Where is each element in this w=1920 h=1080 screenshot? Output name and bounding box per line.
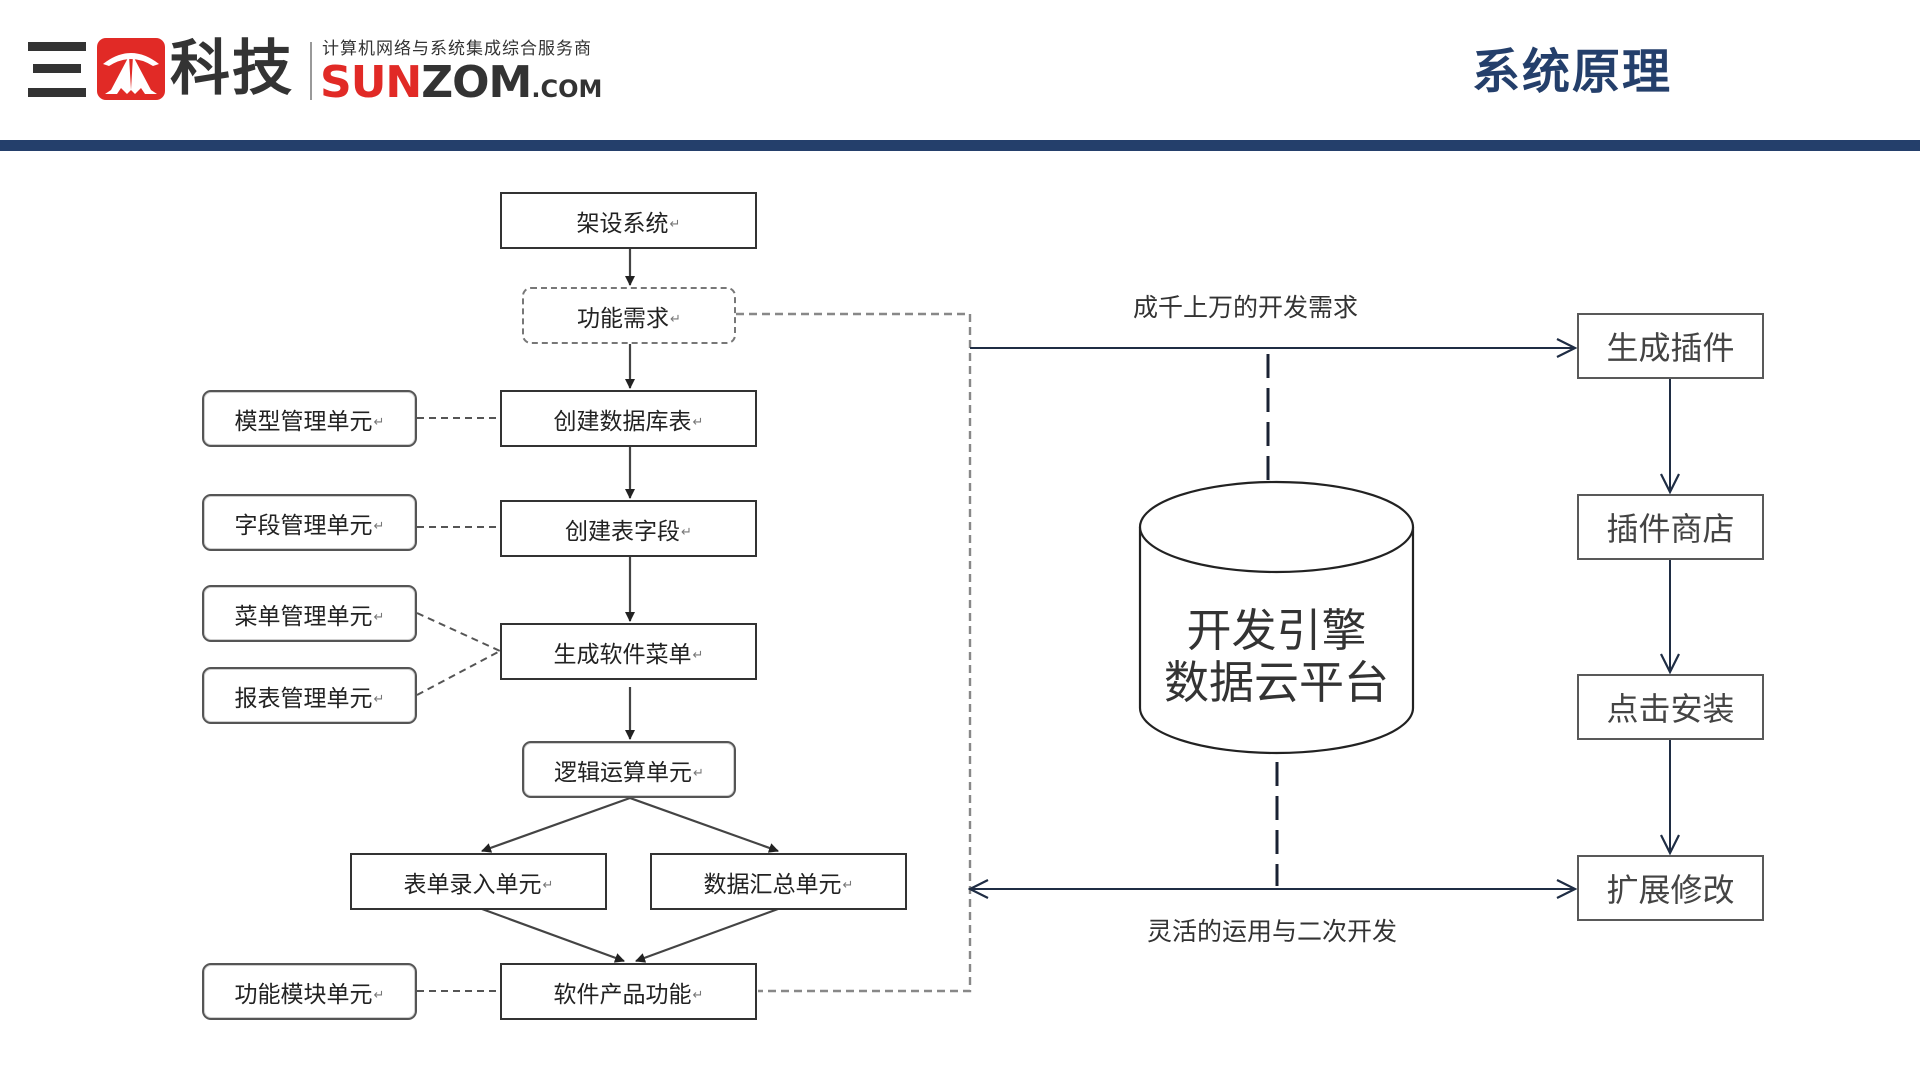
side-box-label: 字段管理单元 bbox=[234, 512, 373, 539]
flow-box-product-function: 软件产品功能↵ bbox=[500, 963, 757, 1020]
flexible-use-label: 灵活的运用与二次开发 bbox=[1147, 917, 1398, 946]
flow-box-label: 软件产品功能 bbox=[553, 981, 692, 1008]
flow-box-logic-unit: 逻辑运算单元↵ bbox=[522, 741, 736, 798]
flow-box-setup: 架设系统↵ bbox=[500, 192, 757, 249]
return-mark-icon: ↵ bbox=[373, 610, 385, 625]
logo-san-glyph bbox=[28, 38, 86, 100]
return-mark-icon: ↵ bbox=[373, 519, 385, 534]
logo-tagline: 计算机网络与系统集成综合服务商 bbox=[322, 39, 592, 59]
logo-cn-name: 科技 bbox=[170, 34, 294, 104]
side-box-model-mgmt: 模型管理单元↵ bbox=[202, 390, 417, 447]
flow-box-label: 逻辑运算单元 bbox=[554, 759, 693, 786]
flow-box-label: 功能需求 bbox=[577, 305, 670, 332]
side-box-label: 菜单管理单元 bbox=[234, 603, 373, 630]
header-divider-bar bbox=[0, 140, 1920, 151]
flow-box-requirements: 功能需求↵ bbox=[522, 287, 736, 344]
return-mark-icon: ↵ bbox=[681, 525, 692, 540]
flow-box-label: 生成软件菜单 bbox=[553, 641, 692, 668]
flow-box-create-db-table: 创建数据库表↵ bbox=[500, 390, 757, 447]
return-mark-icon: ↵ bbox=[692, 648, 704, 663]
return-mark-icon: ↵ bbox=[542, 878, 554, 893]
step-box-extend-modify: 扩展修改 bbox=[1577, 855, 1764, 921]
engine-label-line2: 数据云平台 bbox=[1163, 656, 1389, 709]
step-box-click-install: 点击安装 bbox=[1577, 674, 1764, 740]
engine-cylinder bbox=[1138, 480, 1415, 755]
return-mark-icon: ↵ bbox=[373, 692, 385, 707]
logo-brand-dark: ZOM bbox=[421, 57, 532, 108]
flow-box-label: 表单录入单元 bbox=[403, 871, 542, 898]
flow-box-generate-menu: 生成软件菜单↵ bbox=[500, 623, 757, 680]
return-mark-icon: ↵ bbox=[692, 415, 704, 430]
arrow-logic-to-summary bbox=[629, 796, 779, 853]
engine-label-line1: 开发引擎 bbox=[1186, 604, 1367, 657]
logo-brand-red: SUN bbox=[320, 57, 422, 108]
page-title: 系统原理 bbox=[1472, 44, 1673, 100]
return-mark-icon: ↵ bbox=[692, 988, 704, 1003]
side-box-report-mgmt: 报表管理单元↵ bbox=[202, 667, 417, 724]
arrow-logic-to-form bbox=[481, 796, 631, 853]
logo-mark-icon bbox=[97, 38, 165, 100]
flow-box-label: 创建数据库表 bbox=[553, 408, 692, 435]
return-mark-icon: ↵ bbox=[373, 988, 385, 1003]
flow-box-create-table-fields: 创建表字段↵ bbox=[500, 500, 757, 557]
dash-menu-to-generate bbox=[416, 612, 501, 652]
flow-box-label: 数据汇总单元 bbox=[703, 871, 842, 898]
return-mark-icon: ↵ bbox=[842, 878, 854, 893]
flow-box-label: 创建表字段 bbox=[565, 518, 681, 545]
flow-box-data-summary-unit: 数据汇总单元↵ bbox=[650, 853, 907, 910]
return-mark-icon: ↵ bbox=[693, 766, 704, 781]
flow-box-label: 架设系统 bbox=[576, 210, 669, 237]
side-box-module-unit: 功能模块单元↵ bbox=[202, 963, 417, 1020]
side-box-field-mgmt: 字段管理单元↵ bbox=[202, 494, 417, 551]
return-mark-icon: ↵ bbox=[670, 312, 681, 327]
dash-report-to-generate bbox=[416, 650, 501, 696]
engine-label: 开发引擎 数据云平台 bbox=[1140, 605, 1413, 709]
return-mark-icon: ↵ bbox=[669, 217, 681, 232]
logo-divider bbox=[310, 42, 312, 100]
return-mark-icon: ↵ bbox=[373, 415, 385, 430]
logo-brand: SUNZOM.COM bbox=[320, 60, 602, 112]
arrow-form-to-product bbox=[481, 907, 625, 963]
step-box-generate-plugin: 生成插件 bbox=[1577, 313, 1764, 379]
step-box-plugin-store: 插件商店 bbox=[1577, 494, 1764, 560]
arrow-summary-to-product bbox=[635, 907, 779, 963]
dash-requirements-to-right bbox=[736, 312, 972, 993]
flow-box-form-entry-unit: 表单录入单元↵ bbox=[350, 853, 607, 910]
demand-label: 成千上万的开发需求 bbox=[1133, 293, 1359, 322]
side-box-label: 模型管理单元 bbox=[234, 408, 373, 435]
side-box-label: 功能模块单元 bbox=[234, 981, 373, 1008]
logo-brand-domain: .COM bbox=[531, 75, 603, 103]
side-box-menu-mgmt: 菜单管理单元↵ bbox=[202, 585, 417, 642]
side-box-label: 报表管理单元 bbox=[234, 685, 373, 712]
